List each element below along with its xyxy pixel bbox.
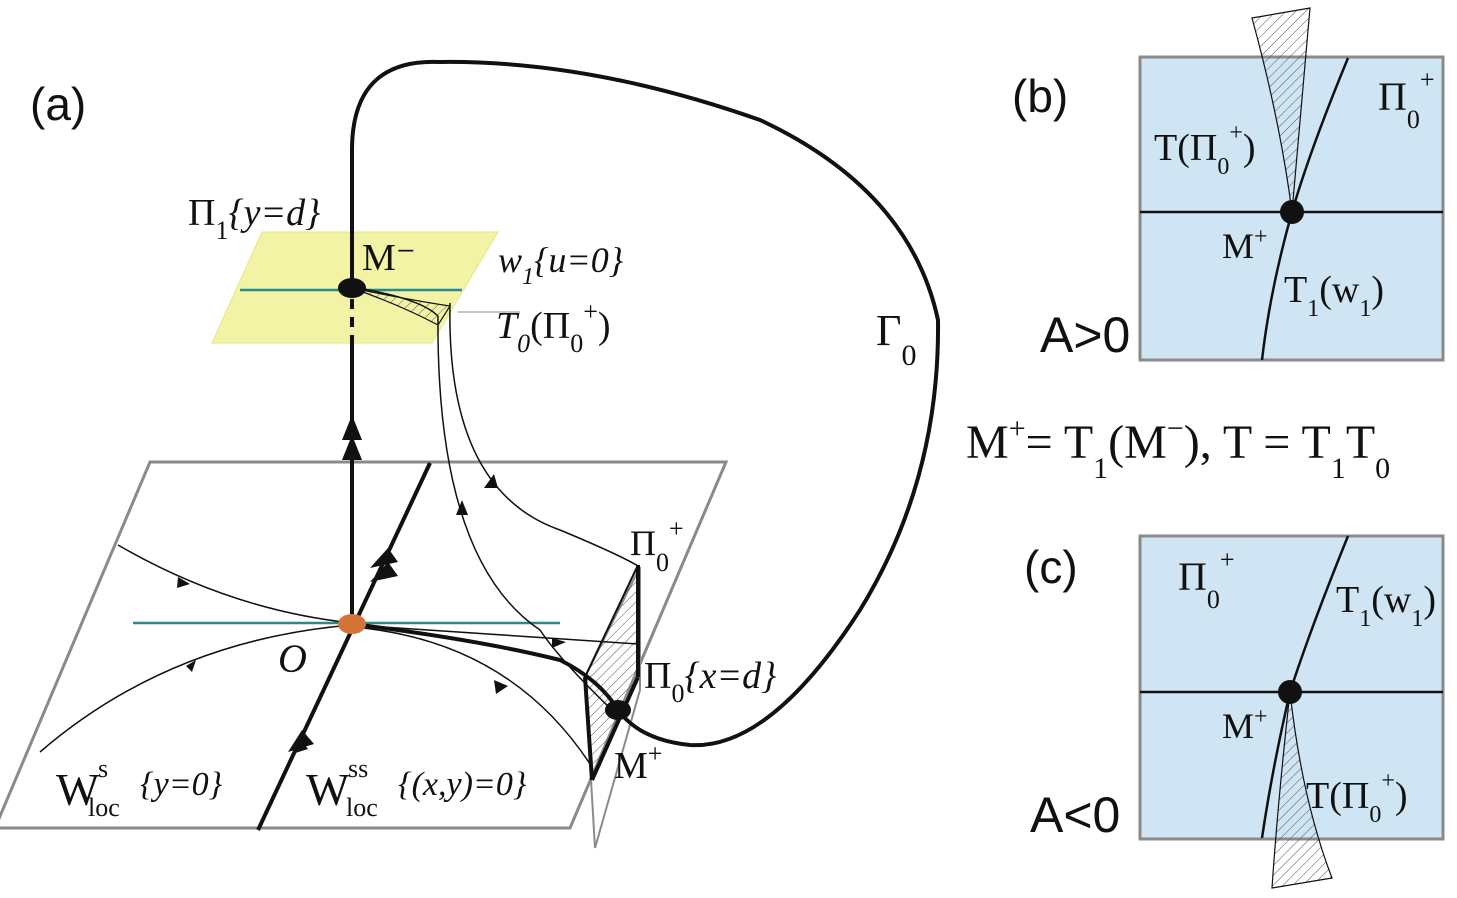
trajectory-upper-left [117,544,353,624]
pi0-plus-label: Π0+ [630,514,684,577]
ws-sup: s [98,754,108,783]
arrow-tube-left [456,500,468,515]
panel-b-pi0-label: Π0+ [1378,65,1435,134]
panel-b-t-pi-label: T(Π0+) [1154,120,1256,180]
pi0-plus-hatch [585,565,638,780]
arrow-to-pi0 [552,638,566,648]
panel-c-wedge [1271,691,1333,889]
wss-arrow-upper-2 [370,562,398,582]
trajectory-to-pi0 [351,624,639,645]
pi0-edge-left [584,564,639,678]
panel-c-condition: A<0 [1030,787,1120,843]
pi0-edge-bottom [590,676,640,781]
arrow-upper-left [177,577,190,588]
wss-line [256,462,432,831]
local-plane [0,460,729,830]
t0-label: T0(Π0+) [496,297,611,358]
panel-b-m-plus-point [1280,200,1304,224]
arrow-unstable-lower [342,435,362,460]
ws-label: W [56,764,100,815]
ws-sub: loc [88,793,120,822]
gamma0-label: Γ0 [876,306,916,372]
panel-c-t-pi-label: T(Π0+) [1306,768,1408,828]
wss-label: W [306,764,350,815]
gamma0-loop [350,59,941,748]
arrow-unstable-upper [342,415,362,440]
panel-c-m-plus-label: M+ [1222,704,1268,746]
origin-label: O [278,636,307,681]
wss-sub: loc [346,793,378,822]
panel-a-label: (a) [30,78,86,130]
m-plus-point [605,700,631,720]
panel-b-condition: A>0 [1040,307,1130,363]
pi0-edge-front [583,676,594,781]
panel-b-label: (b) [1012,70,1068,122]
panel-c-pi0-label: Π0+ [1178,545,1235,614]
wss-arrow-upper [370,548,398,568]
w1-label: w1{u=0} [498,240,624,290]
panel-c-t1w-label: T1(w1) [1336,579,1436,632]
thick-trajectory [351,622,620,712]
panel-b-m-plus-label: M+ [1222,224,1268,266]
m-minus-point [338,278,366,298]
formula: M+= T1(M−), T = T1T0 [966,412,1390,485]
ws-cond: {y=0} [140,766,223,803]
tube-left [437,315,613,711]
panel-c-label: (c) [1024,541,1078,593]
pi0-label: Π0{x=d} [644,655,776,708]
trajectory-lower-left [39,624,353,753]
tube-right [449,302,639,567]
trajectory-lower-right [351,626,593,768]
origin-point [338,614,366,634]
m-plus-label: M+ [614,739,662,787]
arrow-lower-left [186,660,196,672]
m-minus-label: M⁻ [362,237,416,279]
arrow-lower-right [494,680,508,694]
wss-cond: {(x,y)=0} [398,766,527,803]
pi1-label: Π1{y=d} [188,192,320,245]
panel-c-m-plus-point [1278,680,1302,704]
wss-arrow-lower-2 [288,730,314,752]
arrow-tube-right [484,474,498,488]
panel-b-t1w-label: T1(w1) [1284,269,1384,322]
wss-sup: ss [348,754,368,783]
t0-image-wedge [351,287,451,326]
